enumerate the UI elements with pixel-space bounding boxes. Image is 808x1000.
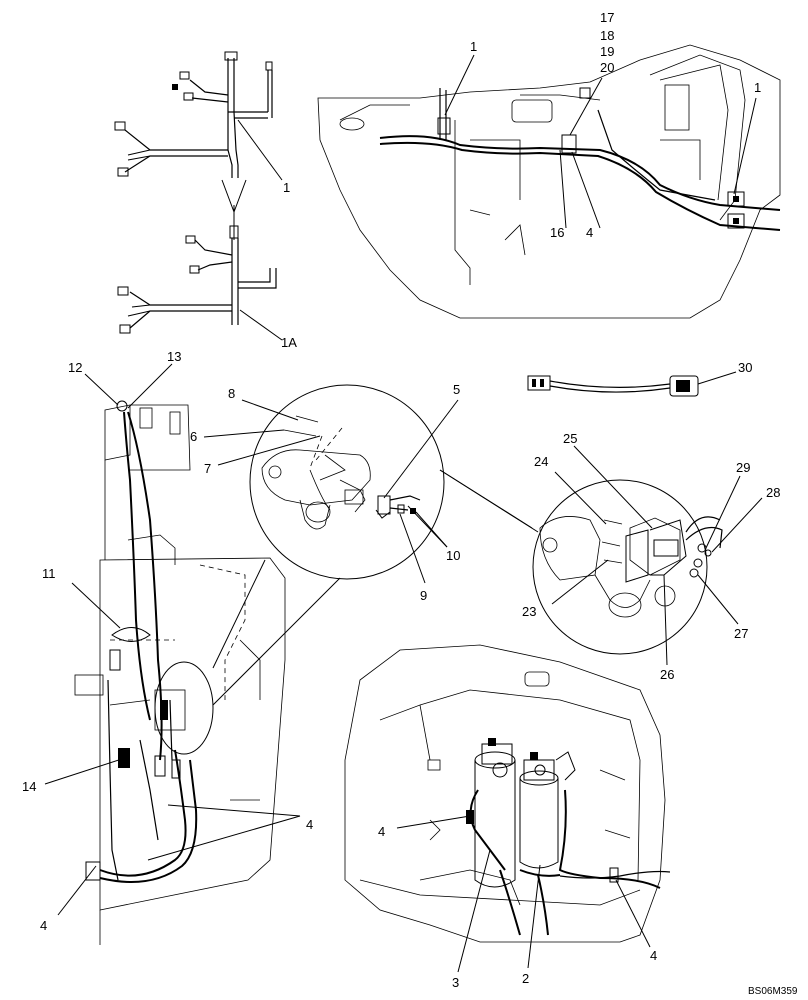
callout-18: 18 [600, 28, 614, 43]
chassis-harness-routing [317, 44, 781, 319]
callout-23: 23 [522, 604, 536, 619]
callout-13: 13 [167, 349, 181, 364]
callout-9: 9 [420, 588, 427, 603]
callout-1-top-left: 1 [283, 180, 290, 195]
callout-26: 26 [660, 667, 674, 682]
callout-11: 11 [42, 566, 56, 581]
callout-25: 25 [563, 431, 577, 446]
callout-16: 16 [550, 225, 564, 240]
harness-1-drawing [114, 51, 283, 240]
callout-1a: 1A [281, 335, 297, 350]
solenoid-assembly [344, 644, 671, 973]
callout-28: 28 [766, 485, 780, 500]
callout-29: 29 [736, 460, 750, 475]
callout-2: 2 [522, 971, 529, 986]
callout-4-top: 4 [586, 225, 593, 240]
drawing-reference-code: BS06M359 [748, 986, 798, 997]
callout-17: 17 [600, 10, 614, 25]
callout-3: 3 [452, 975, 459, 990]
callout-14: 14 [22, 779, 36, 794]
detail-circle-switch [203, 384, 459, 706]
callout-8: 8 [228, 386, 235, 401]
callout-4-left-bottom: 4 [40, 918, 47, 933]
callout-7: 7 [204, 461, 211, 476]
callout-6: 6 [190, 429, 197, 444]
callout-4-left-middle: 4 [306, 817, 313, 832]
callout-30: 30 [738, 360, 752, 375]
callout-24: 24 [534, 454, 548, 469]
cable-30-drawing [527, 371, 737, 397]
callout-10: 10 [446, 548, 460, 563]
callout-19: 19 [600, 44, 614, 59]
callout-20: 20 [600, 60, 614, 75]
callout-12: 12 [68, 360, 82, 375]
callout-1-top-right: 1 [754, 80, 761, 95]
callout-1-top-center: 1 [470, 39, 477, 54]
harness-1a-drawing [117, 225, 283, 341]
callout-4-right-left: 4 [378, 824, 385, 839]
callout-5: 5 [453, 382, 460, 397]
callout-27: 27 [734, 626, 748, 641]
callout-4-right-bottom: 4 [650, 948, 657, 963]
loader-frame-harness [44, 363, 301, 945]
callout-labels: 1 1A 1 17 18 19 20 1 16 4 12 13 11 14 4 … [22, 10, 798, 997]
detail-circle-bracket [439, 445, 763, 666]
